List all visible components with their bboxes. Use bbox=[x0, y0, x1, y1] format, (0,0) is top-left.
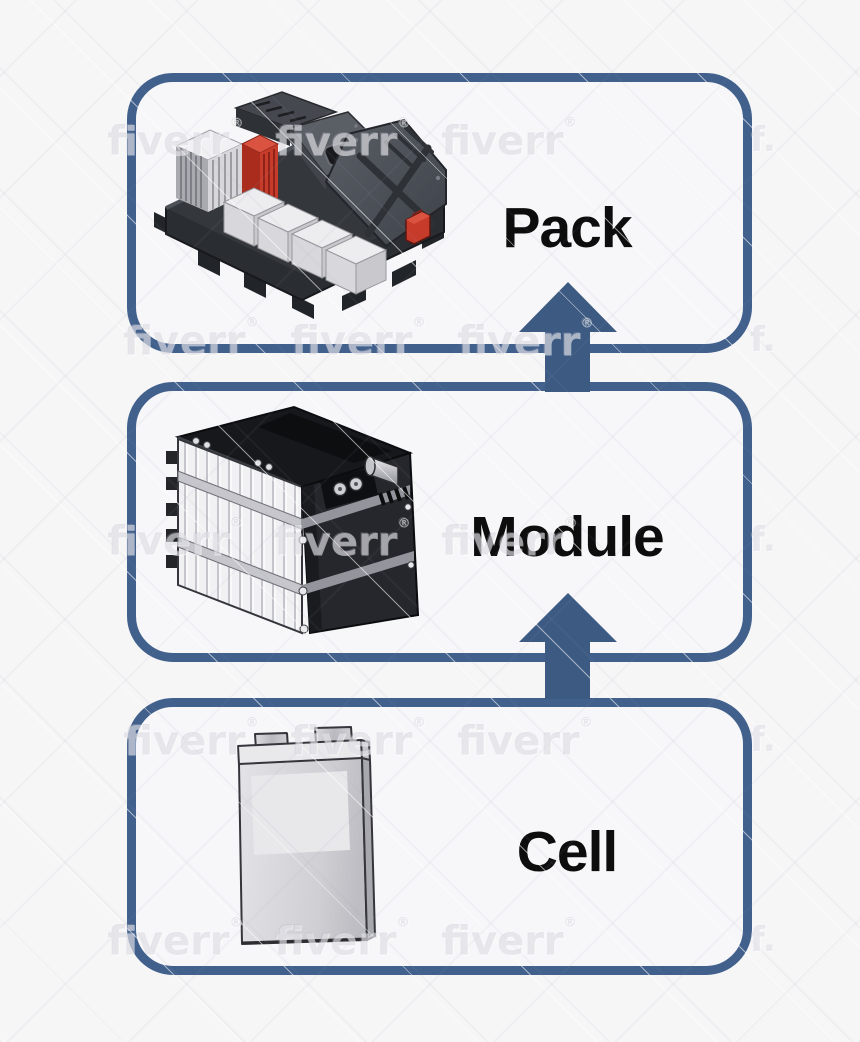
battery-module-illustration bbox=[166, 405, 420, 635]
level-box-pack: Pack bbox=[127, 73, 752, 353]
watermark-corner-glyph: f. bbox=[750, 520, 776, 560]
watermark-corner-glyph: f. bbox=[750, 120, 776, 160]
watermark-corner-glyph: f. bbox=[750, 720, 776, 760]
module-left-notches bbox=[166, 451, 178, 568]
arrow-up-icon bbox=[519, 282, 617, 392]
watermark-corner-glyph: f. bbox=[750, 920, 776, 960]
level-box-cell: Cell bbox=[127, 698, 752, 975]
arrow-up-icon bbox=[519, 593, 617, 699]
level-box-module: Module bbox=[127, 382, 752, 662]
cell-label-area bbox=[251, 771, 350, 855]
battery-pack-illustration bbox=[154, 91, 447, 319]
battery-cell-illustration bbox=[237, 726, 376, 945]
level-label-pack: Pack bbox=[502, 196, 632, 260]
level-label-module: Module bbox=[470, 505, 664, 569]
level-label-cell: Cell bbox=[516, 819, 619, 884]
watermark-corner-glyph: f. bbox=[750, 320, 776, 360]
